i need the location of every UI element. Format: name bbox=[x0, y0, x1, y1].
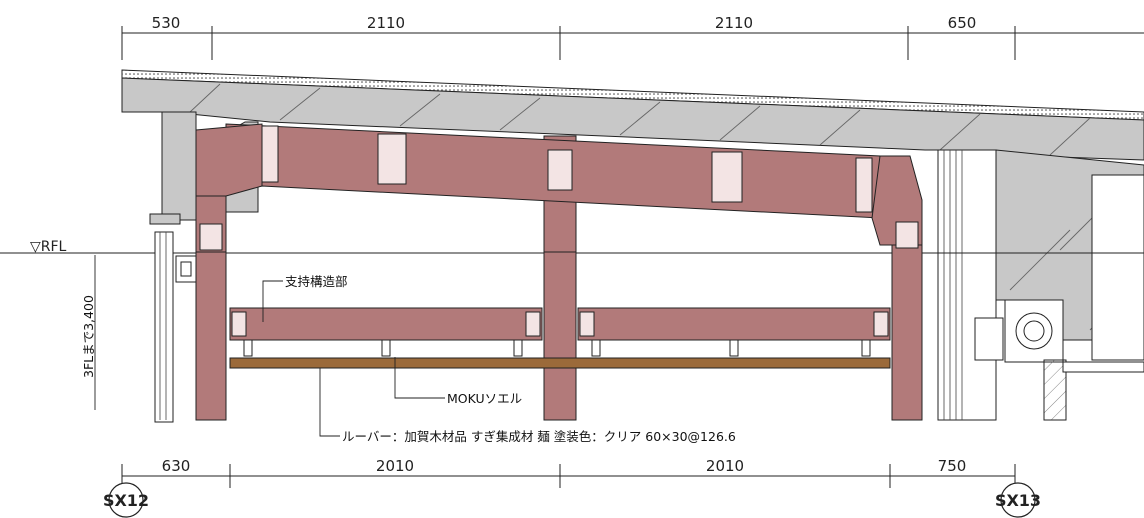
rfl-label: ▽RFL bbox=[30, 239, 67, 255]
top-dimension-line bbox=[121, 26, 1144, 60]
label-louver: ルーバー：加賀木材品 すぎ集成材 麺 塗装色：クリア 60×30@126.6 bbox=[342, 429, 736, 444]
bottom-dimension-line bbox=[121, 464, 1016, 488]
top-dim-4: 650 bbox=[948, 14, 977, 32]
label-support-structure: 支持構造部 bbox=[285, 274, 348, 289]
level-note: 3FLまで3,400 bbox=[81, 295, 96, 378]
top-dim-2: 2110 bbox=[367, 14, 405, 32]
timber-louver bbox=[229, 357, 891, 369]
grid-bubble-sx13: SX13 bbox=[995, 482, 1041, 518]
top-dim-1: 530 bbox=[152, 14, 181, 32]
grid-label-sx12: SX12 bbox=[103, 491, 149, 510]
right-concrete-wall bbox=[937, 149, 1144, 421]
left-facade-mullion bbox=[154, 231, 197, 423]
label-leaders bbox=[262, 280, 445, 437]
grid-bubble-sx12: SX12 bbox=[103, 482, 149, 518]
roof-slab bbox=[121, 69, 1144, 161]
label-moku: MOKUソエル bbox=[447, 391, 522, 406]
support-beams bbox=[229, 307, 891, 341]
grid-label-sx13: SX13 bbox=[995, 491, 1041, 510]
sloped-main-beam bbox=[195, 123, 923, 251]
moku-brackets bbox=[243, 339, 871, 357]
bottom-dim-3: 2010 bbox=[706, 457, 744, 475]
top-dim-3: 2110 bbox=[715, 14, 753, 32]
bottom-dim-1: 630 bbox=[162, 457, 191, 475]
bottom-dim-4: 750 bbox=[938, 457, 967, 475]
bottom-dim-2: 2010 bbox=[376, 457, 414, 475]
